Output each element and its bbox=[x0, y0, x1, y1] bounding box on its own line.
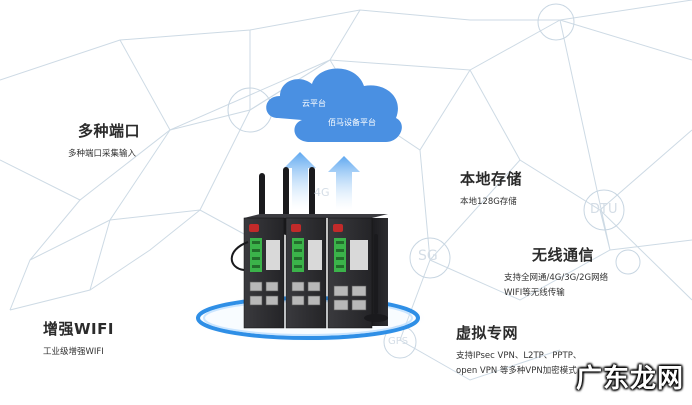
upload-arrows bbox=[284, 152, 360, 210]
feature-title: 增强WIFI bbox=[43, 320, 114, 338]
network-lines bbox=[0, 0, 692, 381]
feature-title: 多种端口 bbox=[78, 122, 141, 140]
feature-title: 虚拟专网 bbox=[456, 324, 519, 342]
feature-desc: 支持IPsec VPN、L2TP、PPTP、 bbox=[456, 351, 582, 361]
feature-ports: 多种端口 多种端口采集输入 bbox=[68, 120, 141, 162]
feature-desc: open VPN 等多种VPN加密模式 bbox=[456, 366, 577, 376]
terminal-blocks bbox=[250, 238, 346, 272]
network-label-4g: 4G bbox=[314, 186, 330, 199]
cloud-label-primary: 云平台 bbox=[302, 99, 326, 108]
feature-title: 本地存储 bbox=[460, 170, 523, 188]
feature-desc: 工业级增强WIFI bbox=[43, 347, 104, 357]
feature-desc: 多种端口采集输入 bbox=[68, 149, 137, 159]
feature-wifi: 增强WIFI 工业级增强WIFI bbox=[43, 318, 114, 360]
network-label-sg: SG bbox=[418, 248, 438, 264]
watermark: 广东龙网 bbox=[575, 364, 684, 394]
feature-desc: WIFI等无线传输 bbox=[504, 288, 565, 298]
feature-title: 无线通信 bbox=[532, 246, 595, 264]
cloud-icon bbox=[266, 68, 402, 142]
feature-wireless: 无线通信 支持全网通/4G/3G/2G网络 WIFI等无线传输 bbox=[504, 244, 608, 301]
network-label-gps: GPS bbox=[388, 336, 409, 347]
feature-vpn: 虚拟专网 支持IPsec VPN、L2TP、PPTP、 open VPN 等多种… bbox=[456, 322, 581, 379]
sucker-antenna-icon bbox=[230, 234, 388, 322]
router-device bbox=[243, 217, 373, 329]
cloud-label-secondary: 佰马设备平台 bbox=[328, 118, 376, 127]
feature-storage: 本地存储 本地128G存储 bbox=[460, 168, 522, 210]
feature-desc: 本地128G存储 bbox=[460, 197, 517, 207]
ethernet-ports bbox=[249, 281, 367, 311]
network-label-dtu: DTU bbox=[590, 202, 618, 217]
feature-desc: 支持全网通/4G/3G/2G网络 bbox=[504, 273, 609, 283]
